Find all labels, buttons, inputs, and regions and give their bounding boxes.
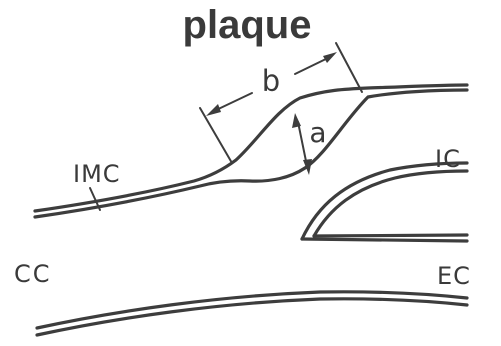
ec-upper-wall-outer bbox=[302, 239, 467, 241]
b-arrow-right bbox=[295, 57, 330, 74]
a-arrow-line bbox=[298, 122, 307, 166]
label-b: b bbox=[262, 64, 280, 98]
ic-lower-wall-inner bbox=[314, 171, 467, 236]
upper-wall-intima bbox=[35, 90, 467, 217]
b-arrowhead-right bbox=[323, 52, 337, 63]
label-ec: EC bbox=[437, 262, 471, 290]
label-ic: IC bbox=[435, 145, 461, 173]
label-a: a bbox=[309, 116, 326, 149]
label-imc: IMC bbox=[73, 160, 121, 188]
upper-wall-outer bbox=[35, 85, 467, 211]
a-arrowhead-top bbox=[292, 113, 301, 128]
diagram-title: plaque bbox=[183, 3, 312, 47]
label-cc: CC bbox=[14, 260, 52, 288]
b-extension-right bbox=[336, 43, 362, 92]
b-extension-left bbox=[200, 108, 232, 163]
ec-upper-wall-inner bbox=[314, 235, 467, 236]
b-arrowhead-left bbox=[206, 104, 221, 116]
ic-lower-wall-outer bbox=[302, 163, 467, 239]
